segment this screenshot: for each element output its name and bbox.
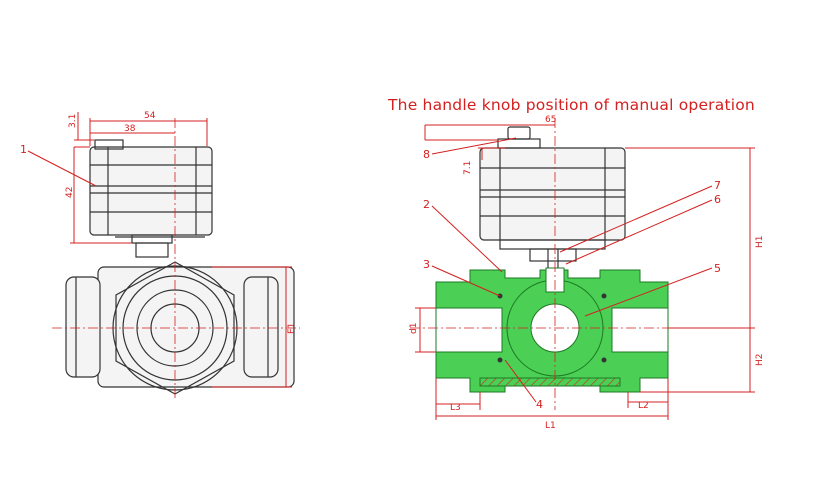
right-view: The handle knob position of manual opera… — [387, 96, 765, 431]
dim-65: 65 — [545, 115, 556, 125]
callout-4: 4 — [536, 398, 543, 411]
dim-l3: L3 — [450, 403, 461, 413]
drawing-title: The handle knob position of manual opera… — [387, 96, 755, 114]
left-actuator — [89, 139, 213, 258]
dim-42: 42 — [65, 187, 75, 198]
callout-1: 1 — [20, 143, 27, 156]
left-view: 54 38 3.1 42 E1 1 — [20, 111, 300, 400]
callout-2: 2 — [423, 198, 430, 211]
left-valve-body — [52, 118, 300, 400]
dim-h2: H2 — [755, 354, 765, 367]
dim-l1: L1 — [545, 421, 556, 431]
callout-7: 7 — [714, 179, 721, 192]
left-dimensions: 54 38 3.1 42 E1 1 — [20, 111, 297, 388]
callout-6: 6 — [714, 193, 721, 206]
dim-7-1: 7.1 — [463, 161, 473, 175]
right-section-body — [410, 118, 700, 410]
callout-5: 5 — [714, 262, 721, 275]
right-actuator — [479, 126, 626, 275]
dim-l2: L2 — [638, 401, 649, 411]
right-dimensions: 65 7.1 8 H1 H2 d1 L1 L3 — [409, 115, 765, 431]
dim-d1: d1 — [409, 323, 419, 334]
callout-3: 3 — [423, 258, 430, 271]
dim-h1: H1 — [755, 236, 765, 249]
dim-54: 54 — [144, 111, 156, 121]
dim-e1: E1 — [287, 323, 297, 334]
callout-8: 8 — [423, 148, 430, 161]
dim-3-1: 3.1 — [68, 114, 78, 128]
dim-38: 38 — [124, 124, 136, 134]
